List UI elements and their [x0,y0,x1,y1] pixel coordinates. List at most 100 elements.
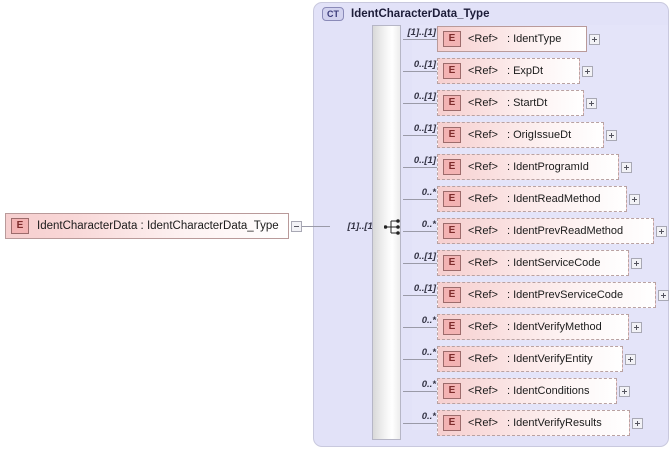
element-icon: E [443,383,461,399]
element-name-label: : IdentPrevReadMethod [506,225,624,237]
element-ref-label: <Ref> [468,257,498,269]
element-ref-label: <Ref> [468,129,498,141]
root-element-label: IdentCharacterData : IdentCharacterData_… [37,220,279,232]
element-row-box[interactable]: E <Ref> : IdentType [437,26,587,52]
element-row-box[interactable]: E <Ref> : IdentPrevServiceCode [437,282,656,308]
element-row-box[interactable]: E <Ref> : IdentPrevReadMethod [437,218,654,244]
row-connector [403,39,437,40]
element-name-label: : OrigIssueDt [506,129,572,141]
row-cardinality: 0..[1] [413,59,436,70]
row-connector [403,199,437,200]
element-name-label: : IdentVerifyMethod [506,321,602,333]
element-name-label: : IdentPrevServiceCode [506,289,624,301]
element-name-label: : IdentReadMethod [506,193,601,205]
element-icon: E [443,255,461,271]
element-icon: E [11,218,29,234]
row-connector [403,135,437,136]
expand-button[interactable] [606,130,617,141]
complextype-icon: CT [322,7,344,21]
element-name-label: : ExpDt [506,65,544,77]
compositor-cardinality: [1]..[1] [347,221,377,232]
element-ref-label: <Ref> [468,97,498,109]
expand-button[interactable] [619,386,630,397]
element-ref-label: <Ref> [468,161,498,173]
element-icon: E [443,351,461,367]
element-ref-label: <Ref> [468,33,498,45]
element-icon: E [443,191,461,207]
element-icon: E [443,31,461,47]
row-cardinality: 0..* [421,411,436,422]
element-icon: E [443,63,461,79]
element-name-label: : IdentVerifyEntity [506,353,593,365]
expand-button[interactable] [625,354,636,365]
row-cardinality: 0..* [421,315,436,326]
row-cardinality: 0..[1] [413,283,436,294]
element-ref-label: <Ref> [468,385,498,397]
element-icon: E [443,287,461,303]
element-row-box[interactable]: E <Ref> : StartDt [437,90,584,116]
row-cardinality: 0..[1] [413,251,436,262]
row-cardinality: 0..[1] [413,123,436,134]
element-row-box[interactable]: E <Ref> : IdentProgramId [437,154,619,180]
element-ref-label: <Ref> [468,417,498,429]
complextype-header: CT IdentCharacterData_Type [322,7,489,21]
row-connector [403,359,437,360]
element-name-label: : StartDt [506,97,548,109]
row-connector [403,167,437,168]
expand-button[interactable] [631,258,642,269]
element-ref-label: <Ref> [468,225,498,237]
expand-button[interactable] [589,34,600,45]
row-connector [403,103,437,104]
element-row-box[interactable]: E <Ref> : IdentReadMethod [437,186,627,212]
element-row-box[interactable]: E <Ref> : IdentVerifyEntity [437,346,623,372]
row-connector [403,231,437,232]
expand-button[interactable] [656,226,667,237]
row-connector [403,391,437,392]
row-connector [403,327,437,328]
element-row-box[interactable]: E <Ref> : IdentConditions [437,378,617,404]
row-connector [403,423,437,424]
collapse-button-root[interactable] [291,221,302,232]
element-name-label: : IdentServiceCode [506,257,601,269]
element-row-box[interactable]: E <Ref> : ExpDt [437,58,580,84]
element-name-label: : IdentProgramId [506,161,589,173]
row-cardinality: [1]..[1] [407,27,437,38]
row-cardinality: 0..[1] [413,155,436,166]
row-cardinality: 0..* [421,347,436,358]
element-ref-label: <Ref> [468,193,498,205]
element-row-box[interactable]: E <Ref> : IdentServiceCode [437,250,629,276]
element-ref-label: <Ref> [468,321,498,333]
root-element-box[interactable]: E IdentCharacterData : IdentCharacterDat… [5,213,289,239]
row-connector [403,71,437,72]
row-cardinality: 0..* [421,379,436,390]
sequence-icon [384,219,400,235]
row-connector [403,295,437,296]
element-ref-label: <Ref> [468,289,498,301]
element-icon: E [443,319,461,335]
row-cardinality: 0..[1] [413,91,436,102]
element-row-box[interactable]: E<Ref>: IdentVerifyResults [437,410,630,436]
expand-button[interactable] [632,418,643,429]
element-row-box[interactable]: E <Ref> : OrigIssueDt [437,122,604,148]
element-name-label: : IdentConditions [506,385,590,397]
element-icon: E [443,95,461,111]
element-name-label: : IdentType [506,33,562,45]
expand-button[interactable] [631,322,642,333]
element-icon: E [443,159,461,175]
expand-button[interactable] [582,66,593,77]
element-icon: E [443,223,461,239]
row-cardinality: 0..* [421,219,436,230]
element-row-box[interactable]: E <Ref> : IdentVerifyMethod [437,314,629,340]
element-ref-label: <Ref> [468,65,498,77]
expand-button[interactable] [621,162,632,173]
element-icon: E [443,127,461,143]
element-name-label: : IdentVerifyResults [506,417,602,429]
complextype-title: IdentCharacterData_Type [351,8,490,20]
row-connector [403,263,437,264]
element-ref-label: <Ref> [468,353,498,365]
row-cardinality: 0..* [421,187,436,198]
expand-button[interactable] [629,194,640,205]
expand-button[interactable] [586,98,597,109]
connector-to-compositor [302,226,330,227]
expand-button[interactable] [658,290,669,301]
